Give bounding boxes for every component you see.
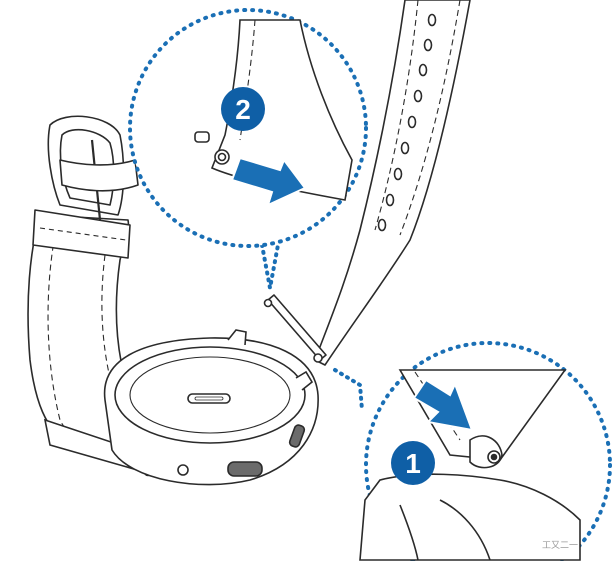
zoom-callout-1: 1 — [333, 341, 612, 561]
step-2-badge: 2 — [221, 87, 265, 131]
step-1-badge: 1 — [391, 441, 435, 485]
step-1-number: 1 — [405, 448, 421, 479]
watch-body — [103, 329, 319, 486]
slide-arrow — [230, 156, 307, 207]
step-2-number: 2 — [235, 94, 251, 125]
right-strap — [263, 0, 471, 366]
press-arrow — [412, 378, 474, 432]
strap-holes — [377, 13, 437, 232]
watermark: ⼯⼜⼆⼀ — [542, 540, 578, 551]
zoom-callout-2: 2 — [128, 8, 368, 289]
